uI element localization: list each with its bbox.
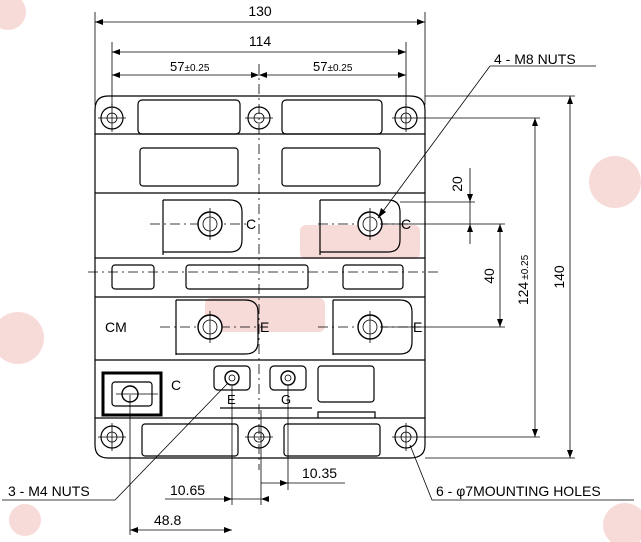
dim-label-48-8: 48.8 — [154, 512, 181, 528]
terminal-c-right-body — [319, 199, 401, 255]
mounting-hole-top-right — [392, 104, 420, 132]
label-c-right: C — [401, 216, 411, 232]
m8-nut-e-right — [357, 311, 383, 343]
dim-124 — [532, 118, 538, 437]
mounting-hole-top-left — [98, 104, 126, 132]
dim-label-124: 124±0.25 — [515, 254, 531, 305]
aux-c-terminal — [101, 371, 163, 417]
dim-57-left — [112, 72, 259, 78]
m8-nut-e-left — [197, 311, 223, 343]
dim-130 — [95, 19, 425, 25]
dim-label-10-35: 10.35 — [302, 465, 337, 481]
mounting-hole-bottom-center — [245, 425, 273, 449]
mounting-hole-bottom-left — [98, 423, 126, 451]
label-c-aux: C — [171, 377, 181, 393]
callout-m8-nuts: 4 - M8 NUTS — [494, 51, 576, 67]
label-c-left: C — [246, 216, 256, 232]
dim-48-8 — [130, 527, 232, 533]
callout-mounting-holes: 6 - φ7MOUNTING HOLES — [436, 483, 601, 499]
leader-m4 — [2, 382, 229, 501]
mounting-hole-bottom-right — [392, 423, 420, 451]
dim-10-65 — [165, 496, 269, 502]
dim-label-10-65: 10.65 — [170, 482, 205, 498]
dim-label-20: 20 — [449, 176, 465, 192]
dim-label-130: 130 — [248, 3, 272, 19]
dim-label-57-right: 57±0.25 — [313, 59, 353, 74]
label-cm: CM — [105, 319, 127, 335]
dim-label-140: 140 — [551, 265, 567, 289]
dim-20 — [467, 168, 473, 244]
dim-label-57-left: 57±0.25 — [170, 59, 210, 74]
module-outline — [94, 95, 426, 459]
m8-nut-c-left — [197, 208, 223, 240]
label-e-right: E — [413, 319, 422, 335]
dim-10-35 — [261, 480, 345, 486]
m4-nut-e — [213, 365, 251, 391]
dim-140 — [567, 96, 573, 458]
dim-40 — [497, 224, 503, 327]
leader-m8 — [377, 65, 596, 219]
mounting-hole-top-center — [245, 106, 273, 130]
leader-holes — [409, 444, 634, 501]
terminal-c-left-body — [162, 199, 243, 255]
callout-m4-nuts: 3 - M4 NUTS — [8, 483, 90, 499]
label-g-aux: G — [281, 392, 291, 407]
terminal-e-left-body — [175, 299, 259, 355]
label-e-left: E — [260, 319, 269, 335]
label-e-aux: E — [227, 392, 236, 407]
dim-label-114: 114 — [249, 33, 272, 49]
dim-114 — [112, 49, 406, 55]
dim-label-40: 40 — [481, 268, 497, 284]
dim-57-right — [259, 72, 406, 78]
